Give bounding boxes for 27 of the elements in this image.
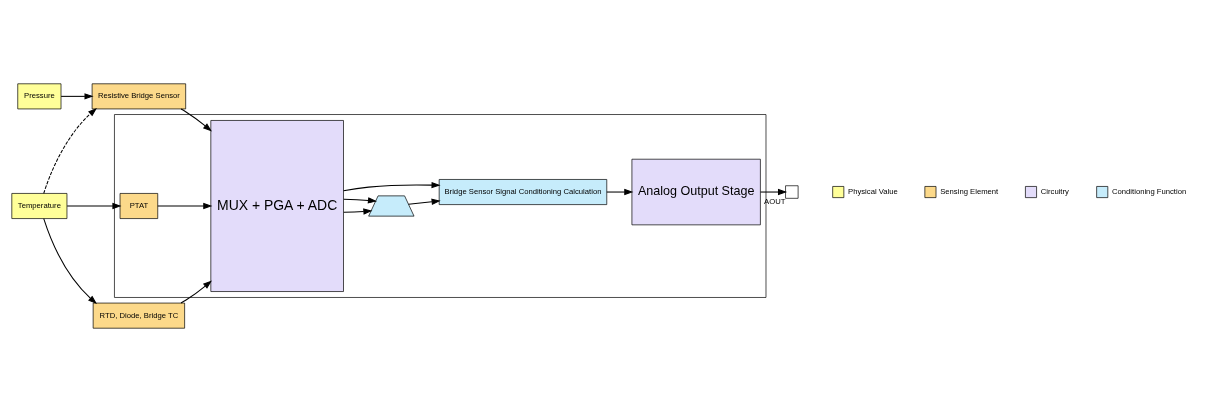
arrow — [343, 181, 441, 192]
node-box: MUX + PGA + ADC — [210, 120, 344, 292]
legend-label: Conditioning Function — [1112, 186, 1187, 196]
node-box — [785, 185, 799, 199]
node-box: Pressure — [17, 83, 62, 110]
node-box: Analog Output Stage — [631, 158, 761, 226]
arrow — [408, 198, 441, 205]
node-box: RTD, Diode, Bridge TC — [92, 302, 185, 329]
node-box: Bridge Sensor Signal Conditioning Calculation — [438, 179, 608, 205]
node-box: PTAT — [119, 193, 159, 219]
node-box: Temperature — [11, 193, 68, 219]
legend-label: Physical Value — [848, 186, 898, 196]
legend-label: Circuitry — [1040, 186, 1069, 196]
arrow — [606, 188, 634, 196]
node-box: Resistive Bridge Sensor — [91, 83, 187, 110]
arrow — [180, 108, 212, 132]
node-label: AOUT — [764, 197, 786, 207]
arrow — [343, 197, 378, 204]
legend-label: Sensing Element — [940, 186, 999, 196]
arrow — [760, 188, 788, 196]
arrow — [43, 218, 97, 305]
arrow — [43, 107, 97, 194]
arrow — [60, 93, 94, 100]
arrow — [157, 202, 213, 210]
arrow — [343, 208, 373, 215]
arrow — [180, 280, 212, 304]
arrow — [66, 202, 122, 210]
